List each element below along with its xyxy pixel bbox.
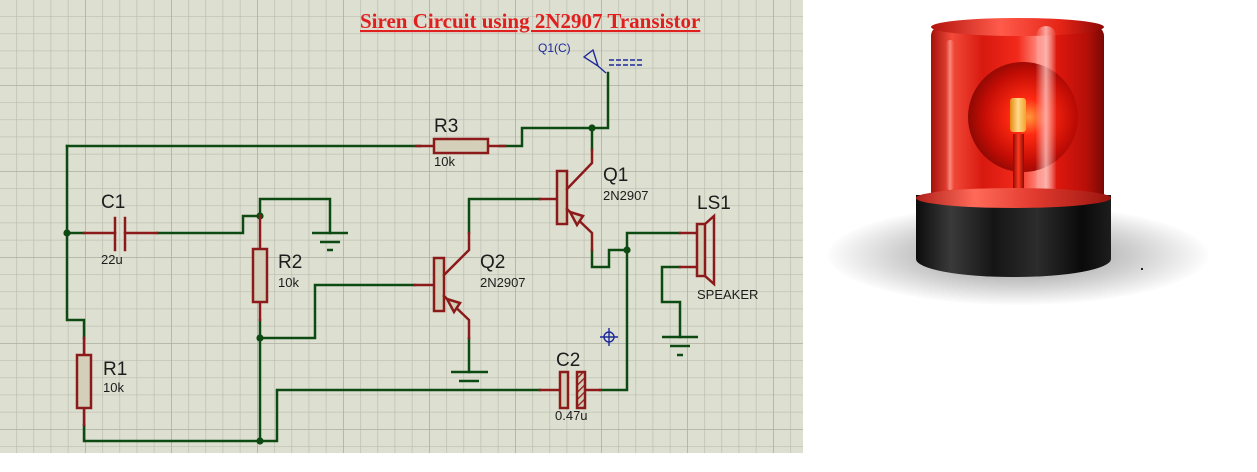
beacon-base bbox=[916, 195, 1111, 277]
wire-q1-emitter bbox=[590, 248, 629, 269]
probe-trace-icon bbox=[609, 59, 642, 66]
capacitor-plates-icon bbox=[113, 216, 127, 252]
ground-icon bbox=[662, 335, 698, 357]
ground-symbol bbox=[312, 231, 348, 252]
q1-ref: Q1 bbox=[603, 165, 628, 186]
wire-r3-to-probe bbox=[498, 71, 610, 148]
wire-to-speaker-top bbox=[625, 231, 682, 252]
beacon-highlight bbox=[1036, 26, 1056, 201]
r3-value: 10k bbox=[434, 154, 455, 169]
ls1-ref: LS1 bbox=[697, 193, 731, 214]
r3-ref: R3 bbox=[434, 116, 458, 137]
transistor-base-bar-icon bbox=[432, 256, 446, 313]
junction-dot bbox=[256, 334, 264, 342]
c2-ref: C2 bbox=[556, 350, 580, 371]
capacitor-c2[interactable]: C2 0.47u bbox=[538, 350, 602, 423]
pnp-arrow-icon bbox=[567, 209, 585, 228]
c2-value: 0.47u bbox=[555, 408, 588, 423]
speaker-ls1[interactable]: LS1 SPEAKER bbox=[678, 193, 758, 302]
resistor-body-icon bbox=[75, 353, 93, 410]
probe-label: Q1(C) bbox=[538, 41, 571, 55]
wire-node-to-c2 bbox=[598, 248, 629, 392]
voltage-probe[interactable]: Q1(C) bbox=[538, 41, 642, 74]
wire-q2-base bbox=[258, 283, 417, 340]
probe-arrow-icon bbox=[582, 48, 607, 74]
transistor-base-bar-icon bbox=[555, 169, 569, 226]
wires bbox=[65, 71, 682, 443]
wire-bottom-rail bbox=[82, 423, 262, 443]
schematic-canvas: Siren Circuit using 2N2907 Transistor Q1… bbox=[0, 0, 803, 453]
resistor-r2[interactable]: R2 10k bbox=[251, 214, 302, 322]
pnp-arrow-icon bbox=[444, 296, 462, 315]
r2-value: 10k bbox=[278, 275, 299, 290]
r1-ref: R1 bbox=[103, 359, 127, 380]
ground-icon bbox=[451, 370, 488, 383]
q1-value: 2N2907 bbox=[603, 188, 649, 203]
junction-dot bbox=[256, 437, 264, 445]
beacon-dome-top bbox=[931, 18, 1104, 36]
capacitor-c1[interactable]: C1 22u bbox=[65, 192, 159, 267]
junction-dot bbox=[588, 124, 596, 132]
capacitor-plate-icon bbox=[558, 370, 570, 410]
wire-r2-to-ground bbox=[258, 197, 332, 235]
resistor-body-icon bbox=[251, 247, 269, 304]
grid-major bbox=[0, 0, 803, 453]
photo-artifact bbox=[1141, 268, 1143, 270]
transistor-q1[interactable]: Q1 2N2907 bbox=[538, 148, 649, 252]
beacon-bulb-icon bbox=[1010, 98, 1026, 132]
junction-dot bbox=[623, 246, 631, 254]
wire-c1-to-r2 bbox=[155, 214, 262, 235]
resistor-r1[interactable]: R1 10k bbox=[75, 336, 127, 427]
ls1-value: SPEAKER bbox=[697, 287, 758, 302]
r1-value: 10k bbox=[103, 380, 124, 395]
beacon-lamp-stem bbox=[1013, 134, 1024, 194]
diagram-title: Siren Circuit using 2N2907 Transistor bbox=[360, 9, 700, 33]
c1-ref: C1 bbox=[101, 192, 125, 213]
ground-icon bbox=[312, 231, 348, 252]
origin-marker bbox=[600, 328, 618, 346]
beacon-highlight bbox=[946, 40, 954, 190]
wire-c2-to-bottom bbox=[258, 388, 542, 443]
schematic-drawing: Siren Circuit using 2N2907 Transistor Q1… bbox=[0, 0, 803, 453]
speaker-coil-icon bbox=[695, 222, 707, 278]
q2-value: 2N2907 bbox=[480, 275, 526, 290]
siren-beacon-photo bbox=[808, 0, 1210, 313]
transistor-q2[interactable]: Q2 2N2907 bbox=[413, 231, 526, 340]
c1-value: 22u bbox=[101, 252, 123, 267]
ground-symbol bbox=[451, 370, 488, 383]
speaker-cone-icon bbox=[703, 213, 716, 287]
wire-q2-collector-to-q1-base bbox=[467, 197, 542, 235]
resistor-r3[interactable]: R3 10k bbox=[414, 116, 507, 169]
r2-ref: R2 bbox=[278, 252, 302, 273]
wire-speaker-ground bbox=[660, 265, 682, 339]
beacon-rim bbox=[916, 188, 1111, 208]
capacitor-polarized-plate-icon bbox=[575, 370, 587, 410]
q2-ref: Q2 bbox=[480, 252, 505, 273]
ground-symbol bbox=[662, 335, 698, 357]
resistor-body-icon bbox=[432, 137, 490, 155]
